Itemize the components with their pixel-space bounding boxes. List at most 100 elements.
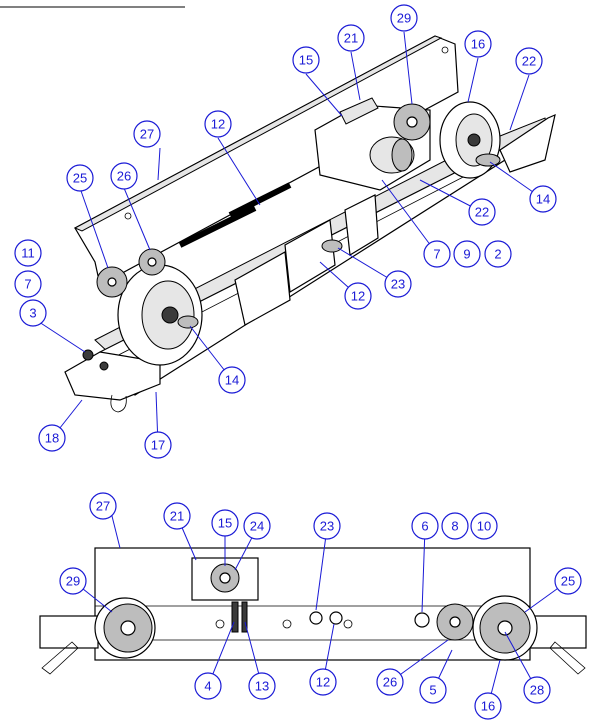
- left-end-hitch: [39, 615, 99, 649]
- callout-29: 29: [390, 4, 418, 32]
- motor-sprocket-hub: [219, 572, 231, 584]
- callout-label: 13: [255, 679, 269, 694]
- isometric-view: [0, 6, 556, 413]
- tow-handle: [110, 394, 127, 413]
- callout-balloon: [468, 198, 496, 226]
- callout-balloon: [523, 676, 551, 704]
- callout-balloon: [133, 120, 161, 148]
- callout-15: 15: [292, 46, 320, 74]
- callout-label: 2: [494, 247, 501, 262]
- callout-27: 27: [133, 120, 161, 148]
- callout-label: 7: [24, 277, 31, 292]
- callout-balloon: [163, 502, 191, 530]
- right-collar: [475, 153, 501, 167]
- link-12: [329, 611, 343, 625]
- callout-label: 21: [344, 31, 358, 46]
- callout-balloon: [89, 492, 117, 520]
- callout-balloon: [337, 24, 365, 52]
- callout-balloon: [14, 270, 42, 298]
- callout-balloon: [464, 30, 492, 58]
- callout-21: 21: [337, 24, 365, 52]
- motor-bracket: [339, 97, 379, 125]
- callout-label: 12: [211, 117, 225, 132]
- link-23: [309, 611, 323, 625]
- callout-balloon: [474, 692, 502, 720]
- callout-17: 17: [144, 431, 172, 459]
- callout-11: 11: [14, 239, 42, 267]
- callout-balloon: [419, 676, 447, 704]
- bracket-23: [321, 239, 343, 253]
- callout-12: 12: [309, 668, 337, 696]
- callout-balloon: [248, 672, 276, 700]
- callout-13: 13: [248, 672, 276, 700]
- callout-label: 27: [96, 499, 110, 514]
- callout-18: 18: [38, 424, 66, 452]
- callout-29: 29: [59, 567, 87, 595]
- callout-balloon: [453, 240, 481, 268]
- bolt: [343, 619, 353, 629]
- callout-label: 14: [225, 373, 239, 388]
- front-body-plate: [94, 547, 531, 661]
- callout-3: 3: [19, 299, 47, 327]
- callout-label: 29: [66, 574, 80, 589]
- callout-14: 14: [529, 185, 557, 213]
- callout-16: 16: [464, 30, 492, 58]
- callout-label: 23: [391, 277, 405, 292]
- callout-balloon: [59, 567, 87, 595]
- bolt: [215, 619, 225, 629]
- callout-6: 6: [411, 512, 439, 540]
- callout-label: 27: [140, 127, 154, 142]
- callout-label: 28: [530, 683, 544, 698]
- callout-label: 26: [117, 169, 131, 184]
- callout-26: 26: [110, 162, 138, 190]
- callout-label: 18: [45, 431, 59, 446]
- callout-balloon: [441, 512, 469, 540]
- callout-balloon: [19, 299, 47, 327]
- callout-balloon: [529, 185, 557, 213]
- callout-label: 22: [522, 54, 536, 69]
- callout-label: 15: [218, 516, 232, 531]
- callout-balloon: [384, 270, 412, 298]
- callout-label: 23: [320, 519, 334, 534]
- callout-25: 25: [66, 164, 94, 192]
- callout-balloon: [554, 567, 582, 595]
- motor-end: [391, 138, 413, 172]
- callout-balloon: [243, 512, 271, 540]
- callout-balloon: [484, 240, 512, 268]
- callout-balloon: [66, 164, 94, 192]
- bracket-13: [241, 601, 248, 633]
- callout-label: 15: [299, 53, 313, 68]
- callout-28: 28: [523, 676, 551, 704]
- callout-label: 22: [475, 205, 489, 220]
- left-sprocket-26-hub: [147, 257, 157, 267]
- callout-label: 4: [204, 679, 211, 694]
- callout-label: 10: [477, 519, 491, 534]
- callout-26: 26: [376, 668, 404, 696]
- frame-hole: [124, 212, 132, 220]
- front-left-hub: [120, 620, 136, 636]
- callout-label: 17: [151, 438, 165, 453]
- left-hitch-pin: [41, 641, 79, 675]
- callout-label: 7: [433, 247, 440, 262]
- callout-balloon: [390, 4, 418, 32]
- callout-27: 27: [89, 492, 117, 520]
- left-wheel-hub: [161, 306, 179, 324]
- callout-7: 7: [423, 240, 451, 268]
- callout-22: 22: [468, 198, 496, 226]
- callout-4: 4: [194, 672, 222, 700]
- shaft: [178, 205, 257, 248]
- callout-label: 14: [536, 192, 550, 207]
- callout-balloon: [194, 672, 222, 700]
- callout-label: 12: [351, 289, 365, 304]
- callout-21: 21: [163, 502, 191, 530]
- callout-10: 10: [470, 512, 498, 540]
- callout-9: 9: [453, 240, 481, 268]
- callout-25: 25: [554, 567, 582, 595]
- callout-23: 23: [384, 270, 412, 298]
- callout-balloon: [292, 46, 320, 74]
- bolt: [282, 619, 292, 629]
- front-center-hub: [449, 616, 461, 628]
- middle-partition-left: [234, 251, 291, 326]
